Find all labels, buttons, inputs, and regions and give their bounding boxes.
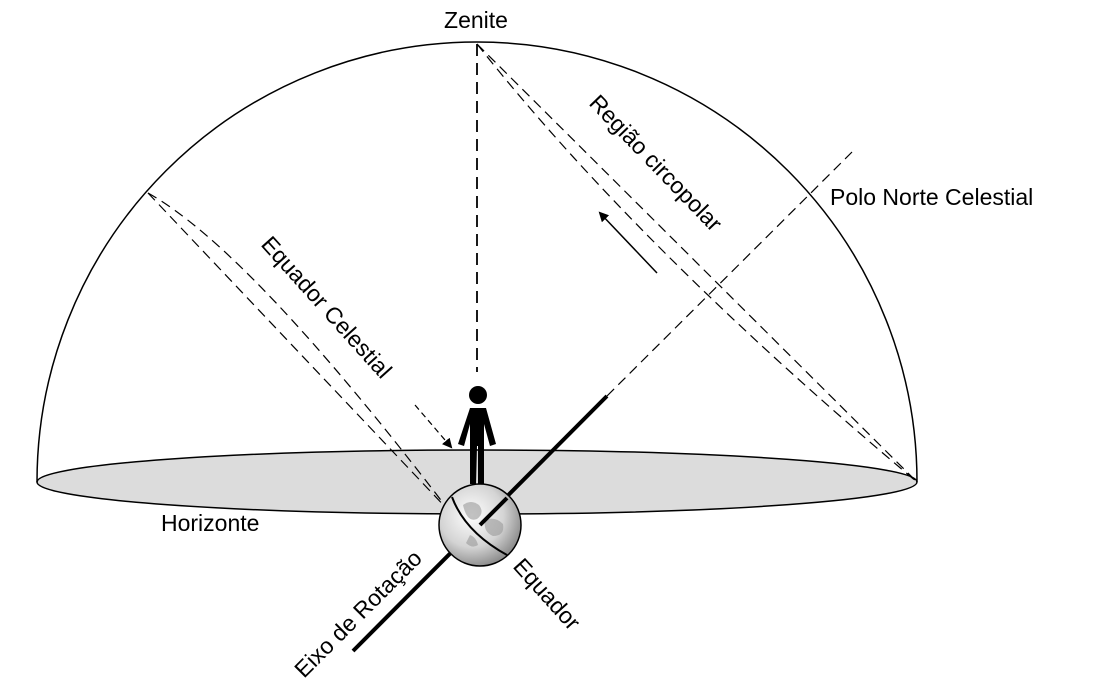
observer-figure	[458, 386, 496, 484]
rotation-axis-extension	[606, 151, 853, 397]
circumpolar-arrow	[598, 211, 658, 274]
celestial-dome	[36, 41, 918, 483]
earth-globe	[438, 483, 522, 567]
zenith-label: Zenite	[444, 7, 508, 33]
circumpolar-region-label: Região circopolar	[584, 89, 727, 236]
celestial-equator-line-left	[147, 192, 451, 513]
celestial-equator-arc	[147, 192, 451, 513]
north-celestial-pole-label: Polo Norte Celestial	[830, 184, 1033, 210]
horizon-label: Horizonte	[161, 510, 259, 536]
celestial-equator-label: Equador Celestial	[256, 231, 397, 383]
equator-arrow	[414, 404, 453, 449]
rotation-axis-label: Eixo de Rotação	[289, 545, 427, 683]
circumpolar-line-outer	[476, 43, 918, 483]
equator-label: Equador	[508, 553, 586, 635]
